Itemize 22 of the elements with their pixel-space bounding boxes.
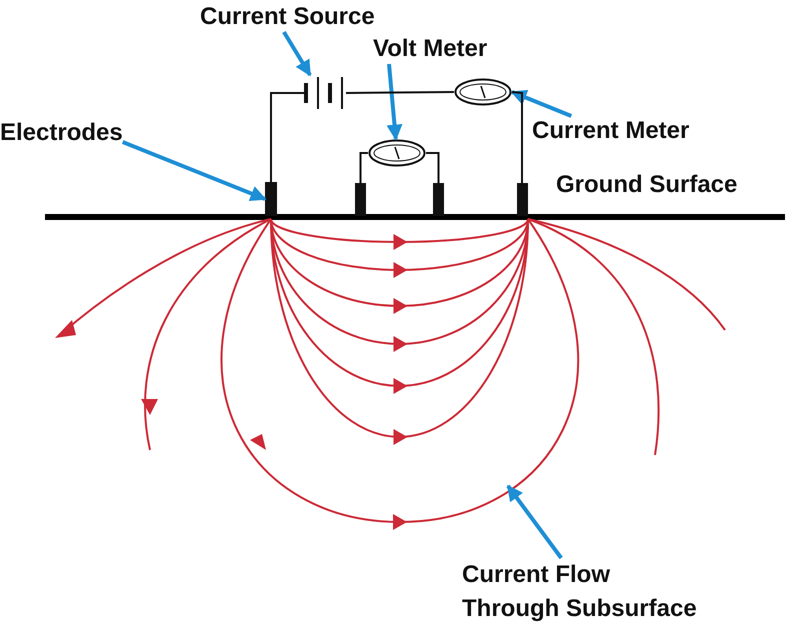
wire [426, 152, 440, 183]
meter-symbol [368, 139, 426, 167]
leader-line [506, 484, 563, 560]
callout-label: Electrodes [0, 118, 123, 148]
wire [512, 91, 523, 183]
electrode [433, 183, 444, 216]
leader-line [510, 90, 572, 118]
leader-line [282, 30, 312, 76]
electrode [355, 183, 366, 216]
meter-symbol [454, 78, 512, 106]
callout-label: Current Source [200, 2, 375, 32]
callout-label: Volt Meter [373, 34, 488, 64]
wire [346, 91, 454, 94]
electrode [265, 182, 277, 216]
callout-label: Current Flow Through Subsurface [462, 558, 710, 626]
leader-line [386, 64, 402, 141]
callout-label: Current Meter [532, 116, 690, 146]
wire [270, 92, 304, 182]
electrode [517, 183, 528, 216]
surface-label: Ground Surface [556, 170, 738, 200]
wire [360, 152, 368, 183]
leader-line [122, 140, 266, 202]
